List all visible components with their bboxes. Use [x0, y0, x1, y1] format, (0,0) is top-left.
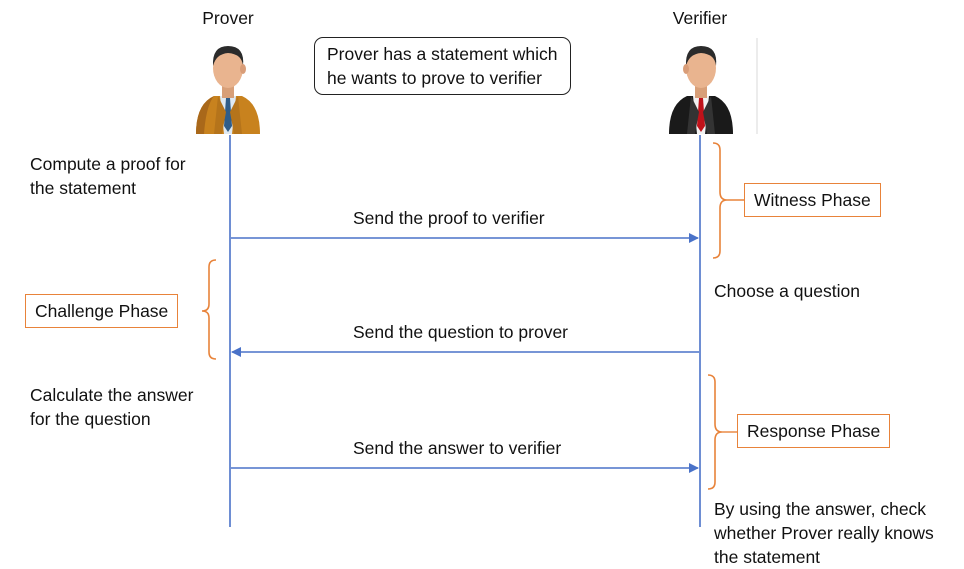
step-compute-proof: Compute a proof for the statement	[30, 152, 186, 200]
intro-statement-note: Prover has a statement which he wants to…	[314, 37, 571, 95]
step-check-answer: By using the answer, check whether Prove…	[714, 497, 934, 569]
step-check-answer-line2: whether Prover really knows	[714, 523, 934, 543]
verifier-label: Verifier	[672, 8, 728, 28]
step-calculate-answer-line2: for the question	[30, 409, 151, 429]
step-calculate-answer: Calculate the answer for the question	[30, 383, 193, 431]
intro-note-line2: he wants to prove to verifier	[327, 68, 542, 88]
witness-phase-box: Witness Phase	[744, 183, 881, 217]
challenge-phase-bracket	[201, 259, 217, 360]
businessman-orange-jacket-icon	[192, 36, 264, 134]
businessman-black-suit-icon	[665, 36, 737, 134]
witness-phase-bracket	[712, 142, 728, 259]
step-compute-proof-line1: Compute a proof for	[30, 154, 186, 174]
step-choose-question: Choose a question	[714, 281, 860, 301]
step-check-answer-line1: By using the answer, check	[714, 499, 927, 519]
response-phase-box: Response Phase	[737, 414, 891, 448]
message-send-answer: Send the answer to verifier	[353, 438, 562, 458]
step-calculate-answer-line1: Calculate the answer	[30, 385, 194, 405]
intro-note-line1: Prover has a statement which	[327, 44, 558, 64]
challenge-phase-box: Challenge Phase	[25, 294, 179, 328]
message-send-question: Send the question to prover	[353, 322, 569, 342]
prover-label: Prover	[202, 8, 254, 28]
step-check-answer-line3: the statement	[714, 547, 821, 567]
step-compute-proof-line2: the statement	[30, 178, 137, 198]
response-phase-bracket	[707, 374, 723, 490]
message-send-proof: Send the proof to verifier	[353, 208, 545, 228]
